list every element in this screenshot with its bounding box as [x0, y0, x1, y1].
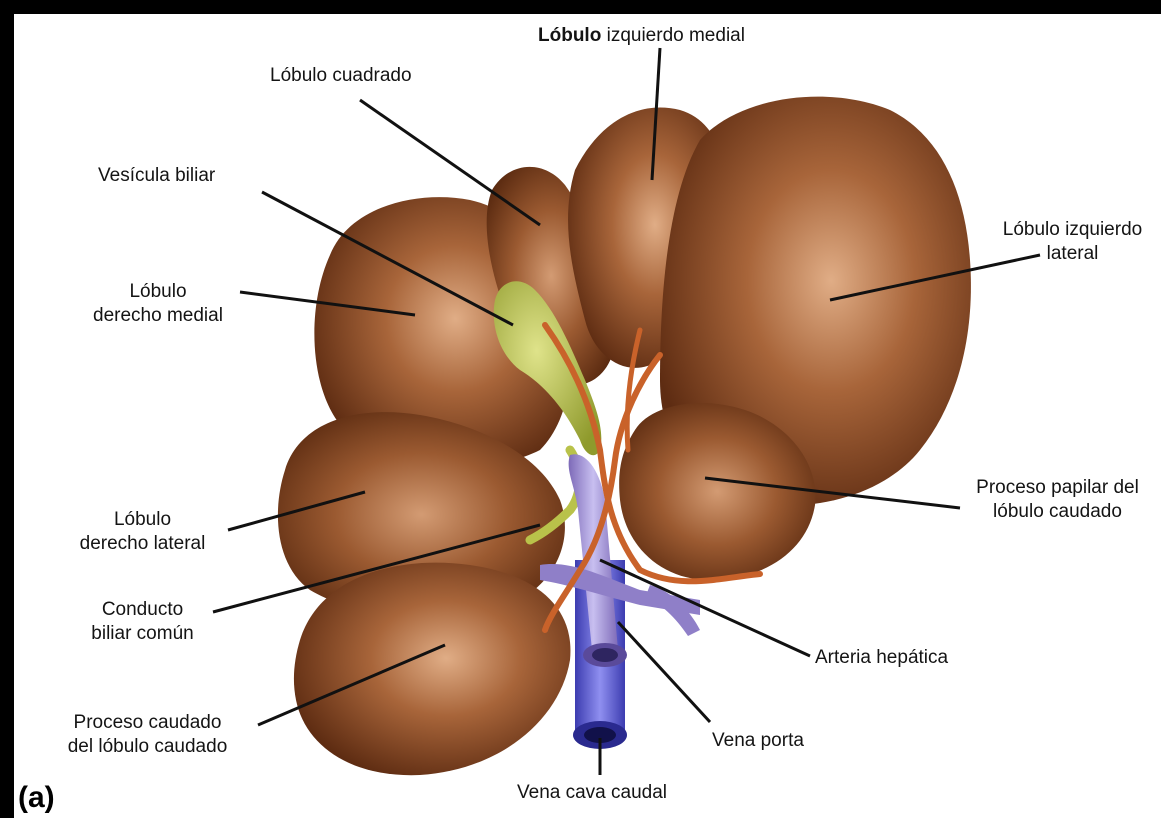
- leader-vena-porta: [618, 622, 710, 722]
- label-proceso-caudado-line2: del lóbulo caudado: [40, 735, 255, 759]
- label-lobulo-cuadrado: Lóbulo cuadrado: [270, 64, 412, 88]
- label-lobulo-derecho-lateral-line2: derecho lateral: [60, 532, 225, 556]
- label-proceso-papilar: Proceso papilar del lóbulo caudado: [960, 476, 1155, 524]
- label-proceso-papilar-line2: lóbulo caudado: [960, 500, 1155, 524]
- label-lobulo-derecho-lateral-line1: Lóbulo: [60, 508, 225, 532]
- proceso-caudado-shape: [294, 563, 571, 776]
- label-vena-cava-caudal: Vena cava caudal: [517, 781, 667, 805]
- label-lobulo-derecho-medial: Lóbulo derecho medial: [78, 280, 238, 328]
- label-vena-porta: Vena porta: [712, 729, 804, 753]
- label-lobulo-izquierdo-lateral-line2: lateral: [985, 242, 1160, 266]
- label-vesicula-biliar: Vesícula biliar: [98, 164, 215, 188]
- label-lobulo-izquierdo-medial-bold: Lóbulo: [538, 25, 601, 46]
- label-arteria-hepatica: Arteria hepática: [815, 646, 948, 670]
- label-lobulo-derecho-medial-line2: derecho medial: [78, 304, 238, 328]
- label-conducto-line1: Conducto: [70, 598, 215, 622]
- label-conducto-biliar-comun: Conducto biliar común: [70, 598, 215, 646]
- label-conducto-line2: biliar común: [70, 622, 215, 646]
- label-proceso-caudado: Proceso caudado del lóbulo caudado: [40, 711, 255, 759]
- label-proceso-papilar-line1: Proceso papilar del: [960, 476, 1155, 500]
- label-lobulo-izquierdo-lateral: Lóbulo izquierdo lateral: [985, 218, 1160, 266]
- label-lobulo-derecho-lateral: Lóbulo derecho lateral: [60, 508, 225, 556]
- panel-letter: (a): [18, 782, 55, 814]
- label-lobulo-izquierdo-medial-rest: izquierdo medial: [607, 25, 745, 46]
- label-lobulo-derecho-medial-line1: Lóbulo: [78, 280, 238, 304]
- label-proceso-caudado-line1: Proceso caudado: [40, 711, 255, 735]
- label-lobulo-izquierdo-medial: Lóbulo izquierdo medial: [538, 24, 745, 48]
- label-lobulo-izquierdo-lateral-line1: Lóbulo izquierdo: [985, 218, 1160, 242]
